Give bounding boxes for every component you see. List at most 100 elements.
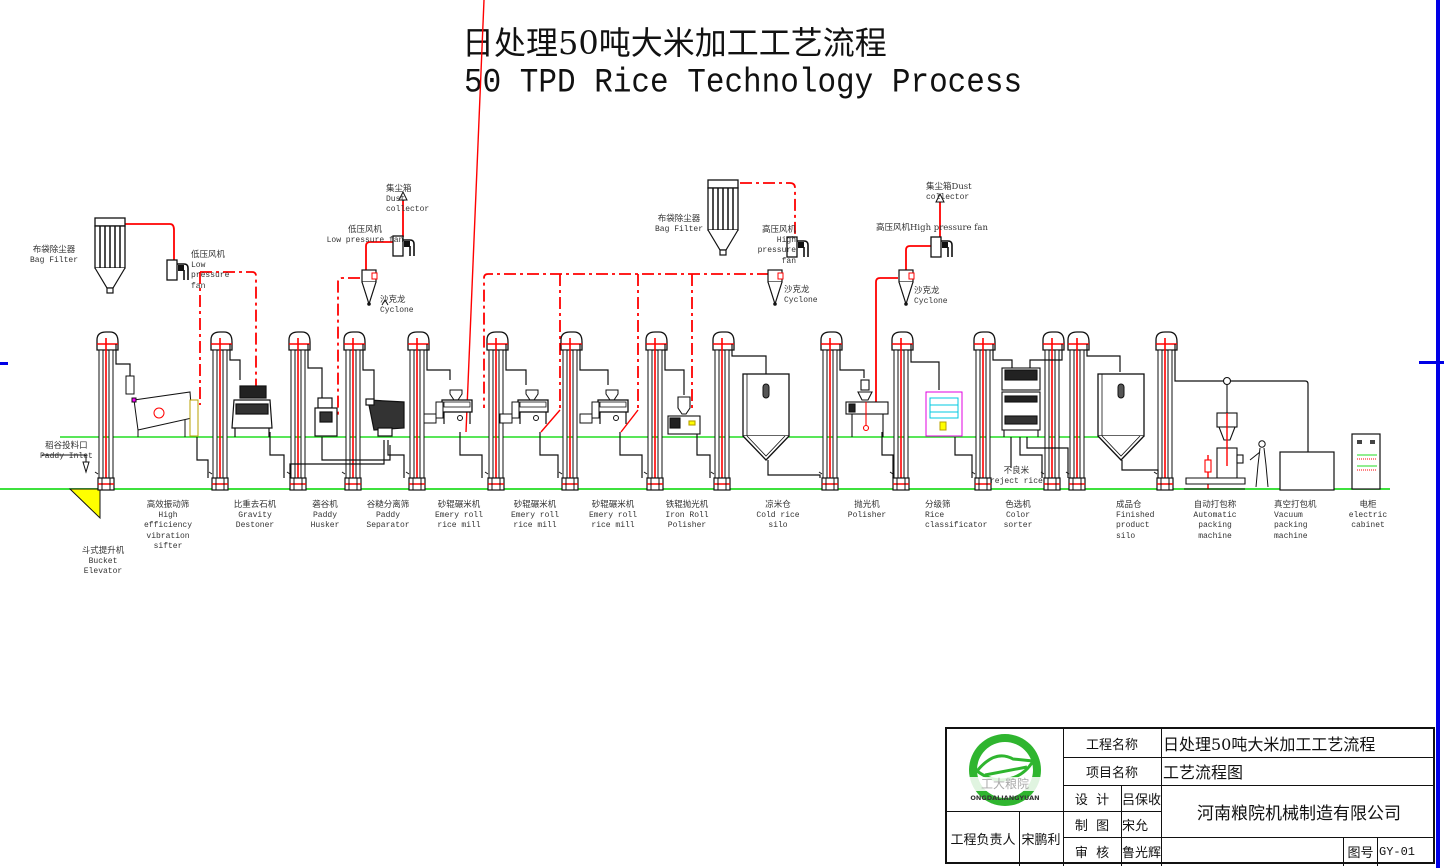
review-value: 鲁光辉: [1122, 846, 1162, 861]
project-lead-value: 宋鹏利: [1021, 833, 1061, 848]
high-pressure-fan-2-icon: [930, 236, 953, 258]
paddy-inlet-pit: [68, 488, 101, 520]
svg-text:工大粮院: 工大粮院: [981, 776, 1029, 791]
emery-mill-3-icon: [579, 389, 629, 425]
project-lead-label: 工程负责人: [950, 833, 1016, 848]
paddy-husker-icon: [314, 397, 338, 437]
bucket-elevator-main-icon: [94, 331, 119, 491]
cyclone-1-outlet-icon: [381, 299, 389, 306]
bag-filter-2-icon: [707, 179, 739, 256]
drawing-label: 制 图: [1074, 818, 1110, 834]
dust-collector-2-arrow-icon: [935, 192, 945, 203]
polisher-icon: [845, 379, 889, 437]
cyclone-3-icon: [898, 269, 915, 307]
emery-mill-1-icon: [423, 389, 473, 425]
project-name-label: 工程名称: [1085, 737, 1138, 753]
low-pressure-fan-1-icon: [166, 259, 189, 281]
elevator-6-icon: [484, 331, 509, 491]
elevator-14-icon: [1065, 331, 1090, 491]
svg-text:ONGDALIANGYUAN: ONGDALIANGYUAN: [970, 794, 1039, 802]
design-value: 吕保收: [1122, 792, 1162, 808]
diagram-title-en: 50 TPD Rice Technology Process: [464, 64, 1023, 103]
elevator-7-icon: [558, 331, 583, 491]
mill-aspiration-lines: [465, 0, 639, 433]
title-block: 工大粮院 ONGDALIANGYUAN 工程名称 日处理50吨大米加工工艺流程 …: [945, 727, 1435, 866]
elevator-5-icon: [405, 331, 430, 491]
drawing-value: 宋允: [1122, 818, 1149, 834]
paddy-separator-icon: [365, 398, 405, 437]
inlet-arrow-icon: [82, 461, 90, 474]
color-sorter-icon: [1001, 367, 1041, 437]
elevator-4-icon: [341, 331, 366, 491]
elevator-8-icon: [643, 331, 668, 491]
item-name-label: 项目名称: [1085, 765, 1138, 781]
gravity-destoner-icon: [231, 385, 273, 437]
electric-cabinet-icon: [1351, 433, 1381, 490]
iron-roll-polisher-icon: [667, 396, 701, 435]
bag-filter-1-icon: [94, 217, 126, 294]
center-mark-right: [1419, 361, 1444, 364]
review-label: 审 核: [1074, 846, 1110, 861]
company-logo: 工大粮院 ONGDALIANGYUAN: [955, 731, 1055, 809]
cyclone-1-icon: [361, 269, 378, 307]
elevator-15-icon: [1153, 331, 1178, 491]
cyclone-2-icon: [767, 269, 784, 307]
elevator-2-icon: [208, 331, 233, 491]
finished-product-silo-icon: [1097, 373, 1145, 461]
handshake-logo-icon: 工大粮院 ONGDALIANGYUAN: [969, 734, 1041, 806]
high-pressure-fan-2-label: 高压风机High pressure fan: [876, 223, 988, 233]
elevator-9-icon: [710, 331, 735, 491]
vacuum-packing-machine-icon: [1279, 451, 1335, 491]
drawing-border-right: [1436, 0, 1440, 868]
center-mark-left: [0, 362, 8, 365]
drawing-number-label: 图号: [1347, 846, 1374, 861]
cold-rice-silo-icon: [742, 373, 790, 461]
conveying-pipes: [115, 344, 1309, 478]
project-name-value: 日处理50吨大米加工工艺流程: [1163, 735, 1376, 754]
emery-mill-2-icon: [499, 389, 549, 425]
air-duct-network: [125, 182, 941, 418]
item-name-value: 工艺流程图: [1163, 763, 1244, 782]
elevator-13-icon: [1040, 331, 1065, 491]
design-label: 设 计: [1074, 792, 1110, 808]
drawing-number-value: GY-01: [1379, 844, 1416, 859]
automatic-packing-machine-icon: [1184, 376, 1246, 490]
operator-figure-icon: [1249, 440, 1269, 488]
rice-classificator-icon: [925, 391, 963, 437]
company-name: 河南粮院机械制造有限公司: [1197, 803, 1401, 824]
dust-collector-1-arrow-icon: [398, 190, 408, 201]
diagram-title-cn: 日处理50吨大米加工工艺流程: [462, 24, 887, 62]
vibration-sifter-icon: [125, 375, 199, 437]
elevator-10-icon: [818, 331, 843, 491]
